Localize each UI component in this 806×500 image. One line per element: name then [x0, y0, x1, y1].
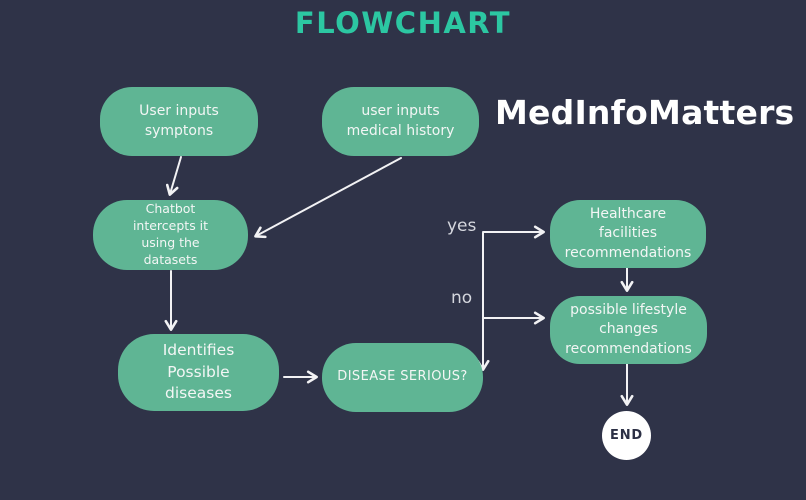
arrow-history-to-chatbot: [254, 157, 402, 239]
node-identifies-possible-diseases: Identifies Possible diseases: [118, 334, 279, 411]
node-healthcare-facilities: Healthcare facilities recommendations: [550, 200, 706, 268]
node-chatbot-intercepts: Chatbot intercepts it using the datasets: [93, 200, 248, 270]
branch-label-yes: yes: [447, 216, 477, 236]
node-user-inputs-symptoms: User inputs symptons: [100, 87, 258, 156]
node-lifestyle-changes: possible lifestyle changes recommendatio…: [550, 296, 707, 364]
arrow-symptoms-to-chatbot: [165, 156, 182, 196]
branch-label-no: no: [451, 288, 473, 308]
node-disease-serious: DISEASE SERIOUS?: [322, 343, 483, 412]
end-terminator: END: [602, 411, 651, 460]
node-user-inputs-medical-history: user inputs medical history: [322, 87, 479, 156]
brand-title: MedInfoMatters: [495, 93, 795, 132]
page-title: FLOWCHART: [294, 6, 512, 40]
